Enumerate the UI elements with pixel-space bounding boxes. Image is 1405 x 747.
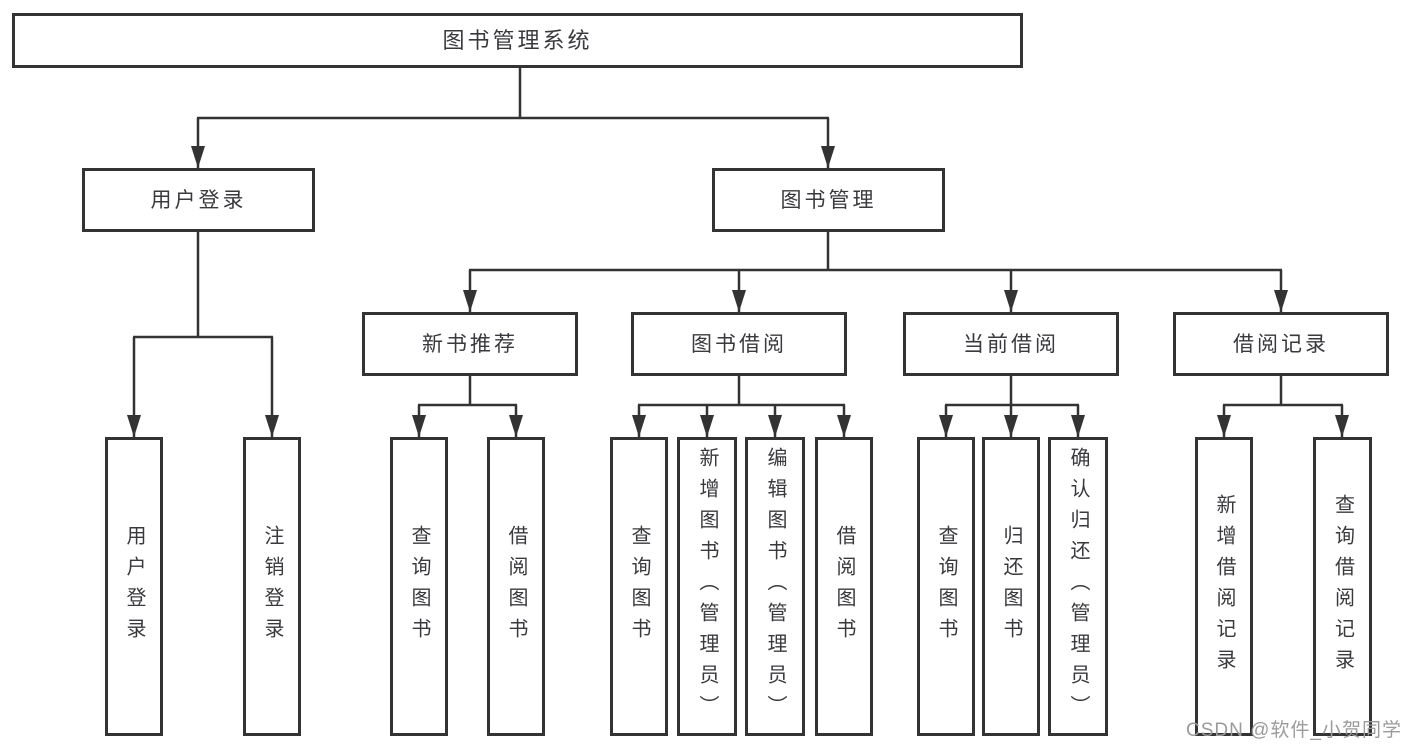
leaf-query-books-current: 查询图书 xyxy=(917,437,975,736)
node-book-borrowing: 图书借阅 xyxy=(631,312,847,376)
leaf-add-book-admin-label: 新增图书（管理员） xyxy=(696,447,718,726)
leaf-borrow-books-label: 借阅图书 xyxy=(833,524,855,649)
leaf-add-book-admin: 新增图书（管理员） xyxy=(677,437,737,736)
leaf-borrow-books-recommend: 借阅图书 xyxy=(487,437,545,736)
node-book-management-label: 图书管理 xyxy=(780,188,877,212)
leaf-query-books-recommend: 查询图书 xyxy=(390,437,448,736)
leaf-borrow-books-recommend-label: 借阅图书 xyxy=(505,524,527,649)
leaf-borrow-books: 借阅图书 xyxy=(815,437,873,736)
node-current-borrowing: 当前借阅 xyxy=(903,312,1119,376)
leaf-query-borrow-record-label: 查询借阅记录 xyxy=(1331,493,1354,680)
leaf-user-login: 用户登录 xyxy=(105,437,163,736)
leaf-return-book-label: 归还图书 xyxy=(1000,524,1022,649)
leaf-return-book: 归还图书 xyxy=(982,437,1040,736)
node-book-management: 图书管理 xyxy=(712,168,945,232)
node-borrowing-records: 借阅记录 xyxy=(1173,312,1389,376)
leaf-logout: 注销登录 xyxy=(243,437,301,736)
leaf-query-books-borrow-label: 查询图书 xyxy=(628,524,650,649)
node-user-login-label: 用户登录 xyxy=(150,188,247,212)
leaf-query-borrow-record: 查询借阅记录 xyxy=(1313,437,1372,736)
leaf-add-borrow-record: 新增借阅记录 xyxy=(1195,437,1253,736)
leaf-edit-book-admin-label: 编辑图书（管理员） xyxy=(764,447,786,726)
node-current-borrowing-label: 当前借阅 xyxy=(963,332,1059,356)
node-new-book-recommend: 新书推荐 xyxy=(362,312,578,376)
leaf-user-login-label: 用户登录 xyxy=(123,524,145,649)
csdn-watermark: CSDN @软件_小贺同学 xyxy=(1186,720,1402,741)
leaf-logout-label: 注销登录 xyxy=(261,524,283,649)
leaf-confirm-return-admin-label: 确认归还（管理员） xyxy=(1067,447,1089,726)
node-library-system-label: 图书管理系统 xyxy=(442,27,593,53)
node-user-login: 用户登录 xyxy=(82,168,315,232)
node-new-book-recommend-label: 新书推荐 xyxy=(422,332,518,356)
leaf-query-books-recommend-label: 查询图书 xyxy=(408,524,430,649)
leaf-add-borrow-record-label: 新增借阅记录 xyxy=(1213,493,1235,680)
leaf-query-books-borrow: 查询图书 xyxy=(610,437,668,736)
leaf-confirm-return-admin: 确认归还（管理员） xyxy=(1048,437,1108,736)
node-book-borrowing-label: 图书借阅 xyxy=(691,332,787,356)
node-borrowing-records-label: 借阅记录 xyxy=(1233,332,1329,356)
node-library-system: 图书管理系统 xyxy=(12,13,1023,68)
leaf-edit-book-admin: 编辑图书（管理员） xyxy=(745,437,805,736)
leaf-query-books-current-label: 查询图书 xyxy=(935,524,957,649)
